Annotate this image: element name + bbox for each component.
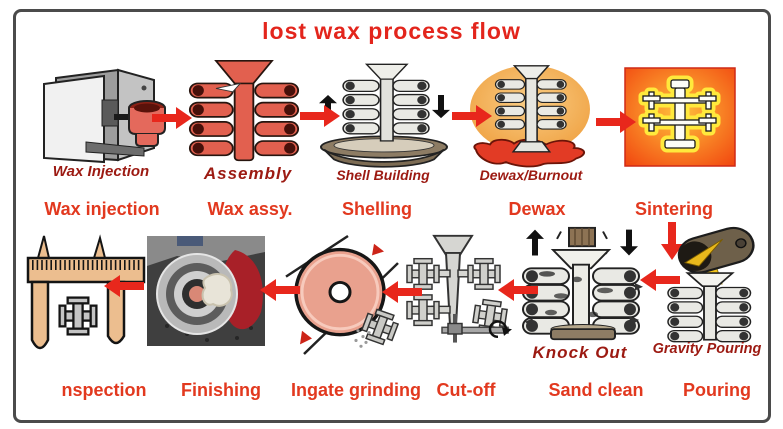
stage-label-ingate-grinding: Ingate grinding <box>291 380 421 400</box>
arrow-left-icon <box>640 269 680 291</box>
arrow-left-icon <box>382 281 422 303</box>
stage-label-wax-injection: Wax injection <box>44 199 160 219</box>
stage-label-inspection: nspection <box>61 380 147 400</box>
stage-label-finishing: Finishing <box>181 380 261 400</box>
arrow-left-icon <box>498 279 538 301</box>
wax-tree-assembly-icon <box>188 60 300 162</box>
wax-injection-mold-icon <box>43 68 166 164</box>
arrow-right-icon <box>300 105 340 127</box>
stage-label-dewax: Dewax <box>508 199 566 219</box>
knock-out-icon <box>519 226 643 341</box>
stage-caption: Knock Out <box>532 343 628 362</box>
stage-caption: Dewax/Burnout <box>479 167 583 183</box>
arrow-right-icon <box>596 111 636 133</box>
stage-label-sintering: Sintering <box>634 199 714 219</box>
cut-off-saw-icon <box>406 234 512 343</box>
arrow-left-icon <box>260 279 300 301</box>
stage-label-cut-off: Cut-off <box>436 380 496 400</box>
page-title: lost wax process flow <box>262 18 521 44</box>
inspection-caliper-icon <box>26 234 146 350</box>
dewax-burnout-oven-icon <box>470 65 590 168</box>
stage-caption: Gravity Pouring <box>652 341 762 357</box>
stage-caption: Shell Building <box>336 167 430 183</box>
finishing-polishing-photo <box>147 236 265 346</box>
shell-building-icon <box>319 63 450 168</box>
gravity-pouring-ladle-icon <box>667 226 755 343</box>
stage-label-sand-clean: Sand clean <box>548 380 644 400</box>
arrow-left-icon <box>104 275 144 297</box>
stage-label-pouring: Pouring <box>683 380 751 400</box>
stage-caption: Wax Injection <box>52 163 150 180</box>
arrow-right-icon <box>152 107 192 129</box>
stage-label-wax-assy: Wax assy. <box>207 199 293 219</box>
arrow-right-icon <box>452 105 492 127</box>
stage-label-shelling: Shelling <box>341 199 413 219</box>
stage-caption: Assembly <box>203 164 293 183</box>
sintering-furnace-icon <box>624 67 736 167</box>
